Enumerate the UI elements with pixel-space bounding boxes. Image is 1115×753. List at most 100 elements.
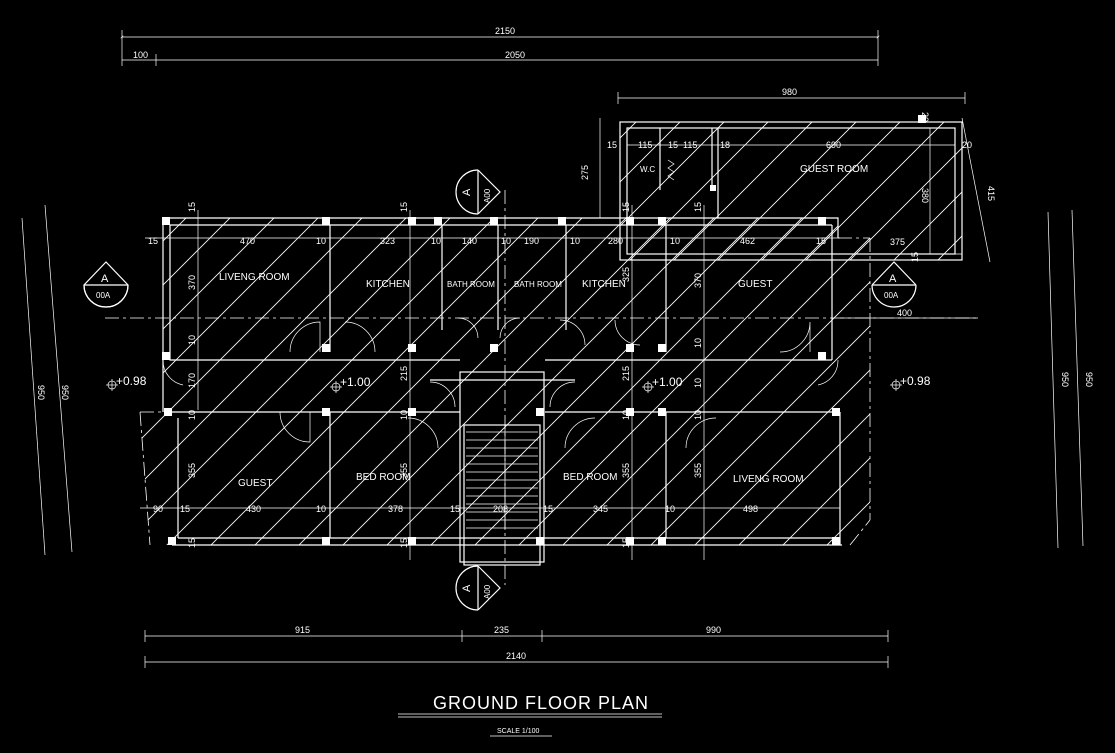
dim-vertical-label: 10 (399, 410, 409, 420)
hatch-line (620, 122, 725, 227)
level-center-right: +1.00 (652, 375, 683, 389)
dim-r1-10: 10 (670, 236, 680, 246)
section-top-letter: A (461, 188, 473, 196)
room-labels: LIVENG ROOM KITCHEN BATH ROOM BATH ROOM … (219, 272, 804, 489)
level-center-left: +1.00 (340, 375, 371, 389)
row-dimensions: 15 470 10 323 10 140 10 190 10 280 10 46… (140, 236, 978, 514)
hatch-line (761, 122, 901, 260)
hatch-line (400, 110, 560, 270)
dim-annex-guest: 690 (826, 140, 841, 150)
structural-columns (162, 217, 840, 545)
dim-vertical-label: 355 (621, 463, 631, 478)
staircase (466, 431, 538, 529)
hatch-line (717, 122, 857, 260)
hatch-line (140, 218, 249, 545)
section-bottom-letter: A (461, 584, 473, 592)
dim-r1-3: 323 (380, 236, 395, 246)
dim-r2-3: 10 (316, 504, 326, 514)
dim-annex-height: 275 (580, 165, 590, 180)
hatch-line (849, 147, 962, 260)
dim-r1-1: 470 (240, 236, 255, 246)
hatch-line (239, 218, 601, 545)
level-markers: +0.98 +1.00 +1.00 +0.98 (106, 374, 931, 393)
dim-vertical-label: 10 (187, 410, 197, 420)
dim-r1-11: 462 (740, 236, 755, 246)
hatch-line (937, 235, 962, 260)
dim-vertical-label: 10 (187, 335, 197, 345)
dim-annex-depth: 415 (986, 186, 996, 201)
dim-annex-width: 980 (782, 87, 797, 97)
dim-top-left-small: 100 (133, 50, 148, 60)
column (434, 217, 442, 225)
dim-r2-4: 378 (388, 504, 403, 514)
column (168, 537, 176, 545)
hatch-line (767, 218, 870, 545)
dim-r2-0: 90 (153, 504, 163, 514)
room-label-kitchen-right: KITCHEN (582, 279, 626, 290)
room-label-guest-top: GUEST (738, 279, 772, 290)
dim-annex-bottom-w: 375 (890, 237, 905, 247)
dim-annex-bottom-side: 15 (910, 252, 920, 262)
hatch-line (1016, 110, 1115, 270)
room-label-guest-room: GUEST ROOM (800, 164, 868, 175)
hatch-line (673, 122, 813, 260)
dim-vertical-label: 10 (693, 410, 703, 420)
dim-vertical-label: 215 (399, 366, 409, 381)
dim-vertical-label: 15 (399, 538, 409, 548)
bottom-dimensions: 915 235 990 2140 (144, 625, 889, 668)
annex-block: 15 115 15 115 18 690 20 20 275 380 415 3… (580, 112, 996, 263)
dim-r2-5: 15 (450, 504, 460, 514)
dim-r2-9: 10 (665, 504, 675, 514)
dim-vertical-label: 10 (693, 338, 703, 348)
dim-vertical-label: 15 (187, 538, 197, 548)
section-bottom-sheet: A00 (483, 584, 492, 599)
column (536, 537, 544, 545)
dim-vertical-label: 15 (621, 202, 631, 212)
dim-r1-12: 15 (816, 236, 826, 246)
level-left: +0.98 (116, 374, 147, 388)
dim-bottom-left: 915 (295, 625, 310, 635)
dim-annex-left: 15 (607, 140, 617, 150)
room-label-bedroom-right: BED ROOM (563, 472, 617, 483)
dim-r2-7: 15 (543, 504, 553, 514)
hatch-line (620, 122, 637, 139)
dim-r1-6: 10 (501, 236, 511, 246)
column (658, 408, 666, 416)
column (626, 344, 634, 352)
hatch-line (620, 122, 681, 183)
dim-bottom-overall: 2140 (506, 651, 526, 661)
hatch-line (140, 218, 293, 545)
hatch-line (140, 218, 337, 545)
hatch-pattern-annex (400, 110, 1115, 270)
dim-bottom-right: 990 (706, 625, 721, 635)
hatch-line (629, 122, 769, 260)
column (626, 537, 634, 545)
dim-r2-6: 208 (493, 504, 508, 514)
section-right-letter: A (889, 273, 897, 285)
dim-annex-mid1: 15 (668, 140, 678, 150)
dim-r1-8: 10 (570, 236, 580, 246)
column (490, 217, 498, 225)
section-marker-right: A 00A (871, 261, 917, 308)
section-right-sheet: 00A (884, 291, 899, 300)
column (164, 408, 172, 416)
column (408, 408, 416, 416)
hatch-line (195, 218, 557, 545)
room-label-wc: W.C (640, 165, 655, 174)
column (162, 352, 170, 360)
dim-vertical-label: 15 (399, 202, 409, 212)
dim-vertical-label: 15 (693, 202, 703, 212)
section-top-sheet: A00 (483, 188, 492, 203)
hatch-line (988, 200, 1115, 560)
level-right: +0.98 (900, 374, 931, 388)
dim-right-ext: 400 (897, 308, 912, 318)
hatch-line (591, 218, 870, 545)
hatch-line (1060, 110, 1115, 270)
dim-bottom-mid: 235 (494, 625, 509, 635)
column (408, 344, 416, 352)
room-label-bath-left: BATH ROOM (447, 280, 495, 289)
column (490, 344, 498, 352)
dim-top-overall: 2150 (495, 26, 515, 36)
room-label-kitchen-left: KITCHEN (366, 279, 410, 290)
